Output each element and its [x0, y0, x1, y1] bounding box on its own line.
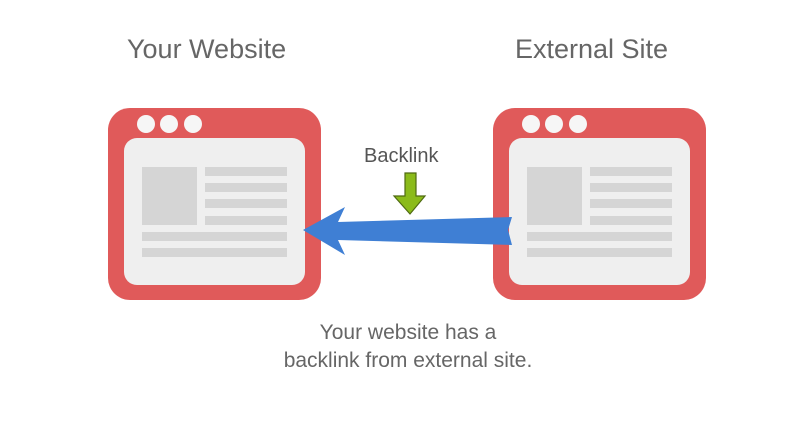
window-dot	[545, 115, 563, 133]
your-website-title: Your Website	[127, 34, 287, 64]
caption: Your website has a backlink from externa…	[0, 319, 800, 375]
text-line	[142, 248, 287, 257]
text-line	[590, 183, 672, 192]
window-dot	[522, 115, 540, 133]
image-placeholder	[142, 167, 197, 225]
text-line	[527, 232, 672, 241]
text-line	[527, 248, 672, 257]
arrow-down-icon	[392, 172, 427, 215]
caption-line-2: backlink from external site.	[283, 349, 533, 372]
window-dot	[160, 115, 178, 133]
window-content	[509, 138, 690, 285]
image-placeholder	[527, 167, 582, 225]
caption-line-1: Your website has a	[319, 321, 497, 344]
text-line	[205, 216, 287, 225]
external-site-title: External Site	[515, 34, 669, 64]
external-site-window-icon	[493, 108, 706, 300]
text-line	[205, 199, 287, 208]
window-dot	[184, 115, 202, 133]
text-line	[590, 199, 672, 208]
your-website-window-icon	[108, 108, 321, 300]
text-line	[142, 232, 287, 241]
text-line	[590, 167, 672, 176]
window-dot	[137, 115, 155, 133]
window-content	[124, 138, 305, 285]
text-line	[590, 216, 672, 225]
text-line	[205, 167, 287, 176]
backlink-label: Backlink	[364, 145, 439, 167]
text-line	[205, 183, 287, 192]
window-dot	[569, 115, 587, 133]
